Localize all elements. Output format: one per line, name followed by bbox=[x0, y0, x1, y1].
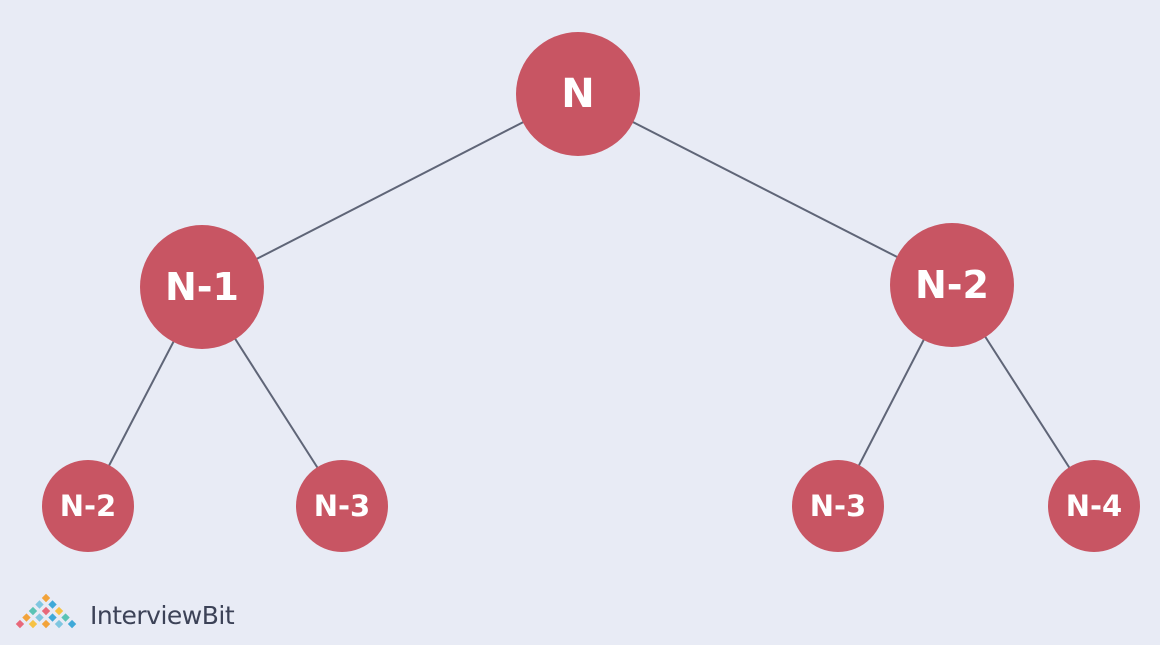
node-label: N-2 bbox=[60, 489, 117, 523]
node-circle bbox=[792, 460, 884, 552]
logo-diamond bbox=[41, 619, 51, 629]
logo-diamond bbox=[61, 613, 70, 622]
node-circle bbox=[516, 32, 640, 156]
logo-diamond bbox=[48, 600, 57, 609]
logo-diamond bbox=[41, 593, 51, 603]
logo-diamond bbox=[35, 600, 44, 609]
brand-watermark: InterviewBit bbox=[12, 592, 235, 638]
logo-diamond bbox=[54, 606, 64, 616]
tree-node: N-2 bbox=[42, 460, 134, 552]
node-circle bbox=[42, 460, 134, 552]
logo-diamond bbox=[28, 606, 38, 616]
node-label: N bbox=[561, 71, 594, 117]
tree-node: N-4 bbox=[1048, 460, 1140, 552]
node-circle bbox=[140, 225, 264, 349]
logo-diamond bbox=[48, 613, 57, 622]
node-label: N-1 bbox=[165, 265, 239, 309]
tree-node: N-2 bbox=[890, 223, 1014, 347]
node-label: N-2 bbox=[915, 263, 989, 307]
node-circle bbox=[1048, 460, 1140, 552]
tree-node: N-3 bbox=[792, 460, 884, 552]
tree-node: N bbox=[516, 32, 640, 156]
node-circle bbox=[296, 460, 388, 552]
logo-diamond bbox=[15, 619, 25, 629]
logo-diamond bbox=[22, 613, 31, 622]
tree-node: N-3 bbox=[296, 460, 388, 552]
node-label: N-4 bbox=[1066, 489, 1123, 523]
logo-diamond bbox=[35, 613, 44, 622]
tree-edge bbox=[201, 93, 579, 288]
tree-edge bbox=[577, 93, 953, 286]
logo-diamond bbox=[28, 619, 38, 629]
tree-node: N-1 bbox=[140, 225, 264, 349]
node-circle bbox=[890, 223, 1014, 347]
logo-diamond bbox=[54, 619, 64, 629]
node-label: N-3 bbox=[810, 489, 867, 523]
node-label: N-3 bbox=[314, 489, 371, 523]
interviewbit-logo-icon bbox=[15, 593, 77, 629]
brand-name: InterviewBit bbox=[90, 600, 235, 630]
logo-diamond bbox=[41, 606, 51, 616]
logo-diamond bbox=[67, 619, 77, 629]
